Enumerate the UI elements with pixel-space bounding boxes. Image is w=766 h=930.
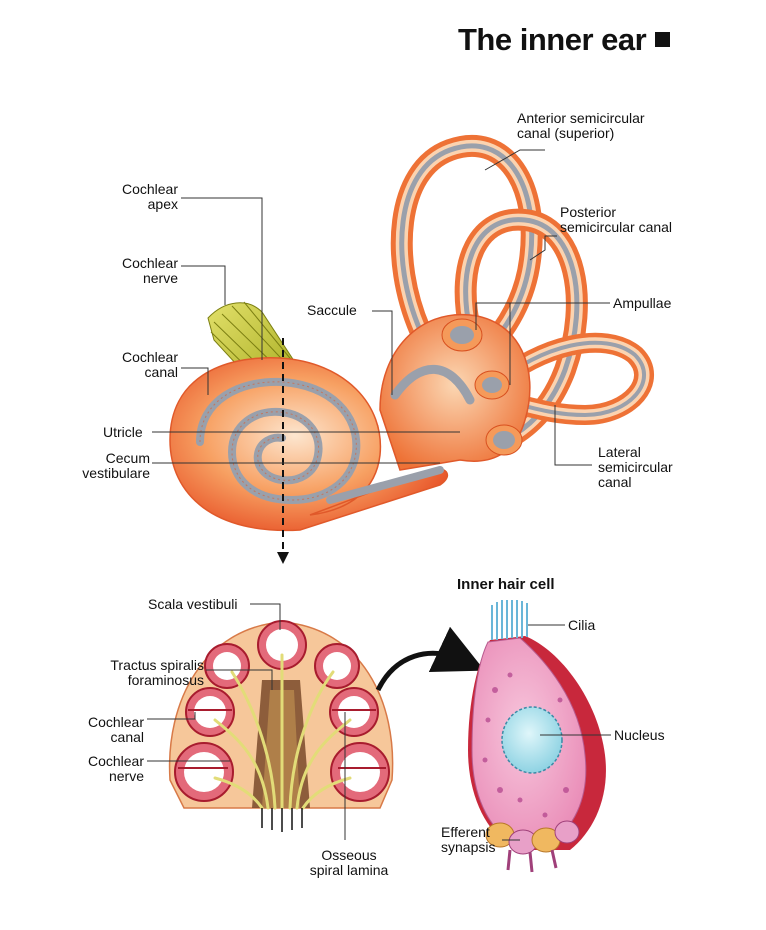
label-lateral-canal-line1: Lateral [598, 444, 641, 460]
label-cecum-vestibulare: Cecum vestibulare [70, 451, 150, 481]
label-cecum-vestibulare-line1: Cecum [105, 450, 150, 466]
cilia-bundle-icon [491, 600, 528, 640]
label-cochlear-canal-line2: canal [144, 364, 178, 380]
label-cochlear-nerve: Cochlear nerve [112, 256, 178, 286]
label-anterior-canal: Anterior semicircular canal (superior) [517, 111, 645, 141]
label-osseous-line2: spiral lamina [309, 862, 389, 878]
label-osseous-line1: Osseous [321, 847, 377, 863]
label-cilia: Cilia [568, 617, 596, 633]
label-cecum-vestibulare-line2: vestibulare [82, 465, 150, 481]
label-osseous-lamina: Osseous spiral lamina [304, 848, 394, 878]
leader-lines-cross-section [147, 603, 346, 840]
label-cs-cochlear-nerve-line1: Cochlear [87, 753, 144, 769]
label-posterior-canal-line1: Posterior [560, 204, 617, 220]
label-tractus-spiralis: Tractus spiralis foraminosus [74, 658, 204, 688]
leader-lines-hair-cell [502, 624, 611, 841]
label-cochlear-apex: Cochlear apex [112, 182, 178, 212]
label-tractus-line2: foraminosus [127, 672, 204, 688]
label-anterior-canal-line1: Anterior semicircular [517, 110, 645, 126]
label-cochlear-canal: Cochlear canal [110, 350, 178, 380]
label-cochlear-nerve-line2: nerve [142, 270, 178, 286]
label-cochlear-apex-line1: Cochlear [121, 181, 178, 197]
page-title: The inner ear [458, 22, 671, 58]
hair-cell-title: Inner hair cell [457, 576, 555, 593]
leader-lines-upper [152, 149, 610, 466]
label-cochlear-nerve-line1: Cochlear [121, 255, 178, 271]
label-lateral-canal-line3: canal [598, 474, 632, 490]
label-cochlear-apex-line2: apex [147, 196, 178, 212]
label-efferent-line1: Efferent [441, 824, 490, 840]
synapse-terminals [485, 820, 580, 873]
title-square-icon [655, 32, 671, 47]
cross-section-nerve-fibers [213, 653, 352, 810]
label-posterior-canal-line2: semicircular canal [560, 219, 673, 235]
inner-hair-cell-illustration [468, 600, 606, 873]
label-nucleus: Nucleus [614, 727, 665, 743]
cross-section-nerve-roots [261, 808, 303, 832]
label-saccule: Saccule [307, 302, 357, 318]
label-cochlear-canal-line1: Cochlear [121, 349, 178, 365]
label-cs-cochlear-canal-line1: Cochlear [87, 714, 144, 730]
label-tractus-line1: Tractus spiralis [110, 657, 204, 673]
label-lateral-canal-line2: semicircular [598, 459, 673, 475]
label-scala-vestibuli: Scala vestibuli [148, 596, 238, 612]
semicircular-canals [390, 134, 654, 451]
curved-arrow-icon [375, 626, 485, 692]
label-cs-cochlear-nerve: Cochlear nerve [76, 754, 144, 784]
label-anterior-canal-line2: canal (superior) [517, 125, 615, 141]
page-title-text: The inner ear [458, 22, 647, 57]
cochlea [169, 357, 449, 532]
label-cs-cochlear-canal-line2: canal [110, 729, 144, 745]
label-cs-cochlear-nerve-line2: nerve [108, 768, 144, 784]
labyrinth-illustration [169, 134, 654, 564]
cochlea-cross-section [168, 620, 394, 832]
label-efferent-line2: synapsis [441, 839, 496, 855]
organelle-dots [482, 672, 569, 818]
label-posterior-canal: Posterior semicircular canal [560, 205, 672, 235]
label-cs-cochlear-canal: Cochlear canal [76, 715, 144, 745]
label-lateral-canal: Lateral semicircular canal [598, 445, 673, 490]
label-efferent-synapsis: Efferent synapsis [441, 825, 495, 855]
label-ampullae: Ampullae [613, 295, 672, 311]
vestibule [379, 313, 531, 471]
section-arrow-icon [277, 552, 289, 564]
label-utricle: Utricle [103, 424, 143, 440]
